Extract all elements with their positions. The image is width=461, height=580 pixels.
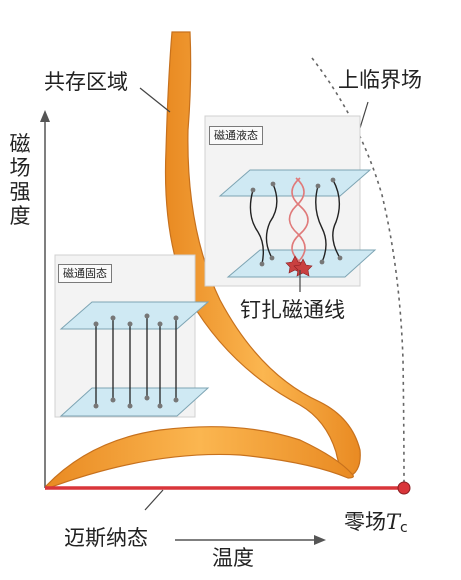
label-pointer-upper (359, 101, 369, 129)
tag-flux-solid: 磁通固态 (58, 264, 112, 283)
flux-solid-lines (95, 316, 177, 406)
label-pinned-flux-lines: 钉扎磁通线 (240, 298, 345, 322)
pinned-flux-helix (288, 177, 309, 263)
label-temperature: 温度 (212, 546, 254, 570)
pinning-sites (285, 255, 313, 277)
flux-liquid-ends (250, 177, 343, 267)
flux-solid-bottom-plane (59, 387, 210, 417)
label-zero-field-tc: 零场Tc (344, 510, 408, 536)
coexistence-band-lower (45, 426, 354, 490)
tag-flux-liquid: 磁通液态 (209, 126, 263, 145)
y-axis-arrow (40, 110, 50, 122)
flux-liquid-lines (249, 179, 341, 265)
tc-point (397, 481, 411, 495)
label-upper-critical-field: 上临界场 (338, 68, 422, 92)
flux-solid-ends (93, 313, 179, 409)
label-pointer-coexist (139, 87, 171, 113)
label-meissner-state: 迈斯纳态 (64, 526, 148, 550)
temperature-arrow-head (314, 535, 326, 545)
label-pointer-meissner (144, 489, 164, 511)
label-coexistence-region: 共存区域 (44, 70, 128, 94)
label-field-strength: 磁 场 强 度 (9, 132, 31, 229)
